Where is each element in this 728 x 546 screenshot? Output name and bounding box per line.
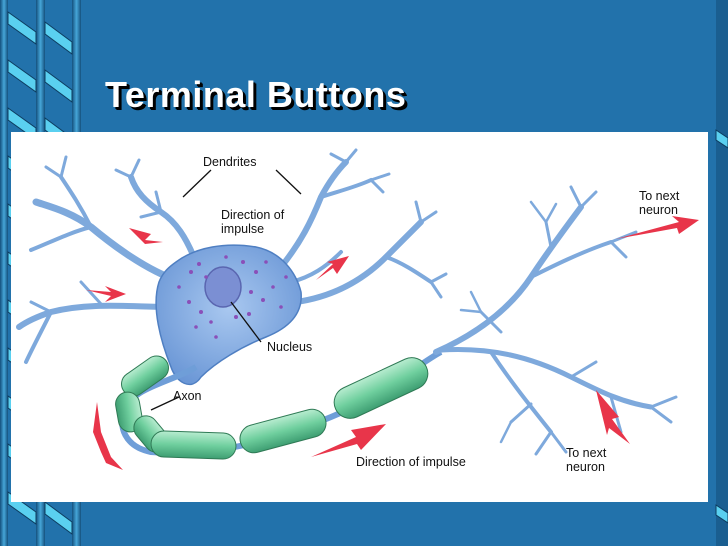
- label-direction-top-line2: impulse: [221, 222, 264, 236]
- leader-lines: [150, 169, 302, 411]
- nissl-granules: [177, 255, 288, 339]
- neuron-diagram: Dendrites Direction of impulse Nucleus A…: [16, 148, 699, 474]
- diagram-panel: Dendrites Direction of impulse Nucleus A…: [11, 132, 708, 502]
- decorative-edge: [715, 0, 728, 546]
- label-to-next-neuron-bottom-line1: To next: [566, 446, 607, 460]
- label-axon: Axon: [173, 389, 202, 403]
- arrow-icon: [129, 228, 163, 250]
- label-nucleus: Nucleus: [267, 340, 312, 354]
- arrow-icon: [616, 216, 699, 239]
- axon-terminals: [433, 185, 678, 456]
- label-dendrites: Dendrites: [203, 155, 257, 169]
- label-to-next-neuron-bottom-line2: neuron: [566, 460, 605, 474]
- dendrites: [16, 148, 448, 364]
- slide-title: Terminal Buttons: [105, 74, 407, 115]
- arrow-icon: [86, 286, 126, 302]
- arrow-icon: [596, 390, 630, 444]
- label-to-next-neuron-top-line2: neuron: [639, 203, 678, 217]
- myelin-sheath: [115, 355, 429, 460]
- cell-body: [155, 244, 302, 386]
- arrow-icon: [93, 402, 123, 470]
- arrow-icon: [311, 424, 386, 457]
- label-direction-top-line1: Direction of: [221, 208, 285, 222]
- impulse-arrows: [86, 216, 699, 470]
- label-direction-bottom: Direction of impulse: [356, 455, 466, 469]
- nucleus: [204, 266, 242, 308]
- arrow-icon: [316, 256, 349, 280]
- label-to-next-neuron-top-line1: To next: [639, 189, 680, 203]
